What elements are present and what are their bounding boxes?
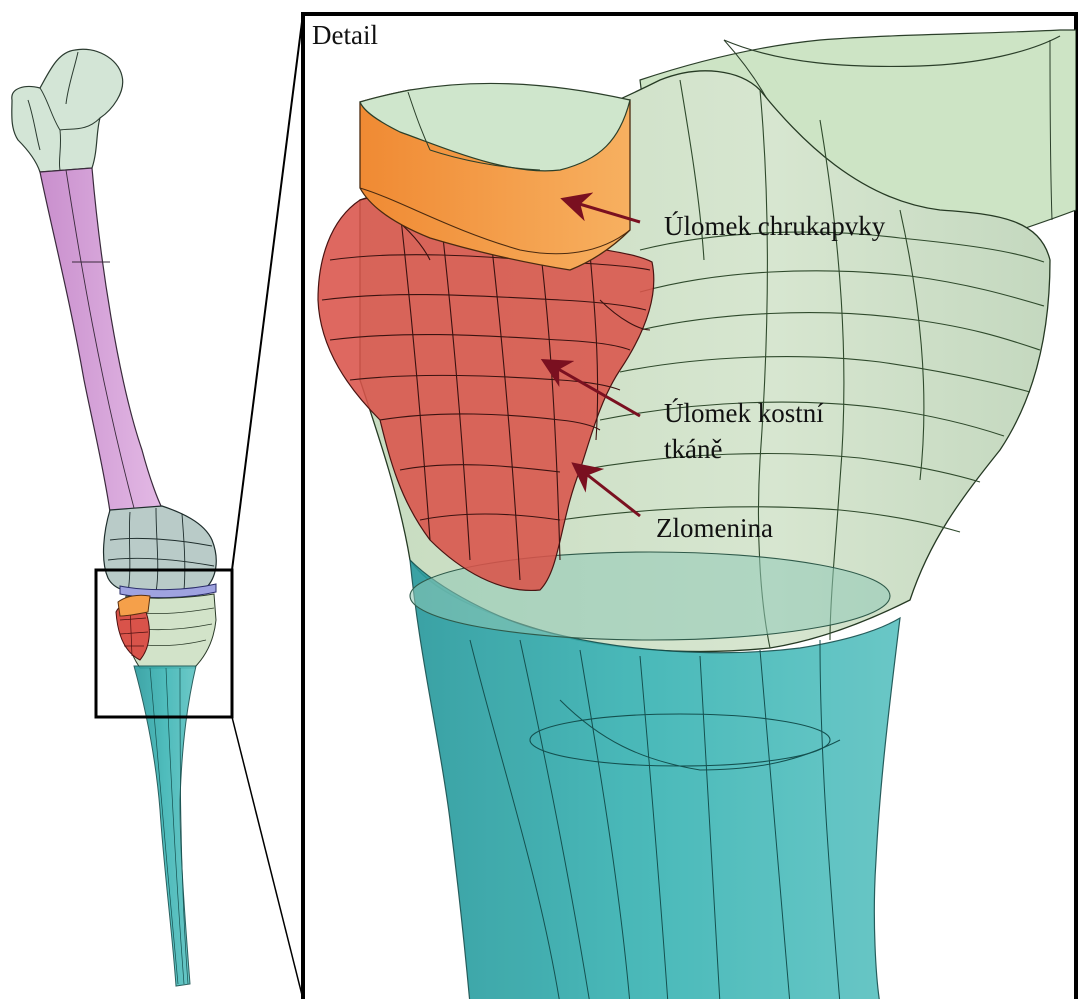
full-leg-model bbox=[12, 49, 232, 986]
detail-panel: Detail Úlomek chrukapvky Úlomek kostní t… bbox=[303, 14, 1076, 999]
detail-title: Detail bbox=[312, 20, 378, 50]
connector-line-top bbox=[232, 14, 303, 570]
label-fracture: Zlomenina bbox=[656, 513, 773, 543]
tibia-shaft-small bbox=[134, 666, 196, 986]
label-bone-fragment-line2: tkáně bbox=[664, 434, 722, 464]
cartilage-fragment-small bbox=[118, 595, 150, 616]
femur-head bbox=[12, 49, 123, 172]
femur-condyles bbox=[104, 506, 217, 592]
label-cartilage-fragment: Úlomek chrukapvky bbox=[664, 211, 886, 241]
connector-line-bottom bbox=[232, 717, 303, 999]
label-bone-fragment-line1: Úlomek kostní bbox=[664, 398, 824, 428]
femur-shaft bbox=[40, 168, 162, 512]
